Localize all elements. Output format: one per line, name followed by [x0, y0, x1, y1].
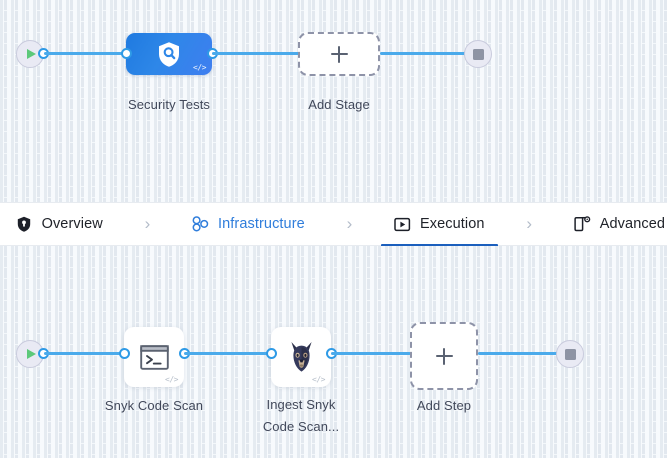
start-play-icon	[27, 349, 36, 359]
step-edge-3	[331, 352, 411, 355]
stage-end-node[interactable]	[464, 40, 492, 68]
add-stage-label: Add Stage	[308, 97, 370, 112]
step-label-ingest-snyk: Ingest Snyk Code Scan...	[241, 394, 361, 438]
step-label-snyk-code-scan: Snyk Code Scan	[104, 398, 204, 413]
step-code-badge: </>	[165, 375, 178, 384]
tab-infrastructure[interactable]: Infrastructure	[190, 203, 307, 246]
pipeline-tab-bar[interactable]: Overview › Infrastructure ›	[0, 202, 667, 247]
stop-square-icon	[564, 348, 576, 360]
execution-play-icon	[394, 216, 411, 233]
stop-square-icon	[472, 48, 484, 60]
plus-icon	[435, 347, 453, 365]
tab-advanced-label: Advanced	[599, 216, 666, 232]
shield-icon	[16, 216, 33, 233]
step-edge-1	[44, 352, 124, 355]
step-edge-2	[184, 352, 271, 355]
tab-separator-1: ›	[144, 213, 151, 233]
step-code-badge: </>	[312, 375, 325, 384]
tab-separator-2: ›	[346, 213, 353, 233]
step-label-line-2: Code Scan...	[262, 419, 340, 434]
snyk-doberman-icon	[290, 342, 312, 372]
stage-edge-3	[380, 52, 470, 55]
tab-execution[interactable]: Execution	[381, 203, 498, 247]
start-play-icon	[27, 49, 36, 59]
tab-infrastructure-label: Infrastructure	[217, 216, 305, 232]
stage-node-input-port[interactable]	[121, 48, 132, 59]
stage-edge-1	[44, 52, 128, 55]
tab-overview[interactable]: Overview	[14, 203, 105, 246]
stage-edge-2	[212, 52, 300, 55]
tab-advanced[interactable]: Advanced	[572, 203, 667, 246]
step-2-input-port[interactable]	[266, 348, 277, 359]
tab-overview-label: Overview	[41, 216, 103, 232]
step-label-line-1: Ingest Snyk	[266, 397, 336, 412]
stage-canvas[interactable]: </> Security Tests Add Stage	[0, 0, 667, 202]
tab-execution-label: Execution	[419, 216, 485, 232]
add-step-label: Add Step	[416, 398, 472, 413]
add-stage-button[interactable]	[298, 32, 380, 76]
stage-node-security-tests[interactable]: </>	[126, 33, 212, 75]
plus-icon	[330, 45, 348, 63]
advanced-gear-icon	[574, 216, 591, 233]
tab-separator-3: ›	[526, 213, 532, 233]
stage-label-security-tests: Security Tests	[127, 97, 211, 112]
step-canvas[interactable]: </> </>	[0, 246, 667, 458]
step-edge-4	[478, 352, 562, 355]
step-node-snyk-code-scan[interactable]: </>	[124, 327, 184, 387]
step-node-ingest-snyk[interactable]: </>	[271, 327, 331, 387]
terminal-icon	[139, 344, 169, 370]
step-end-node[interactable]	[556, 340, 584, 368]
step-1-input-port[interactable]	[119, 348, 130, 359]
infrastructure-icon	[192, 216, 209, 233]
stage-code-badge: </>	[193, 63, 206, 72]
add-step-button[interactable]	[410, 322, 478, 390]
shield-search-icon	[159, 41, 179, 67]
